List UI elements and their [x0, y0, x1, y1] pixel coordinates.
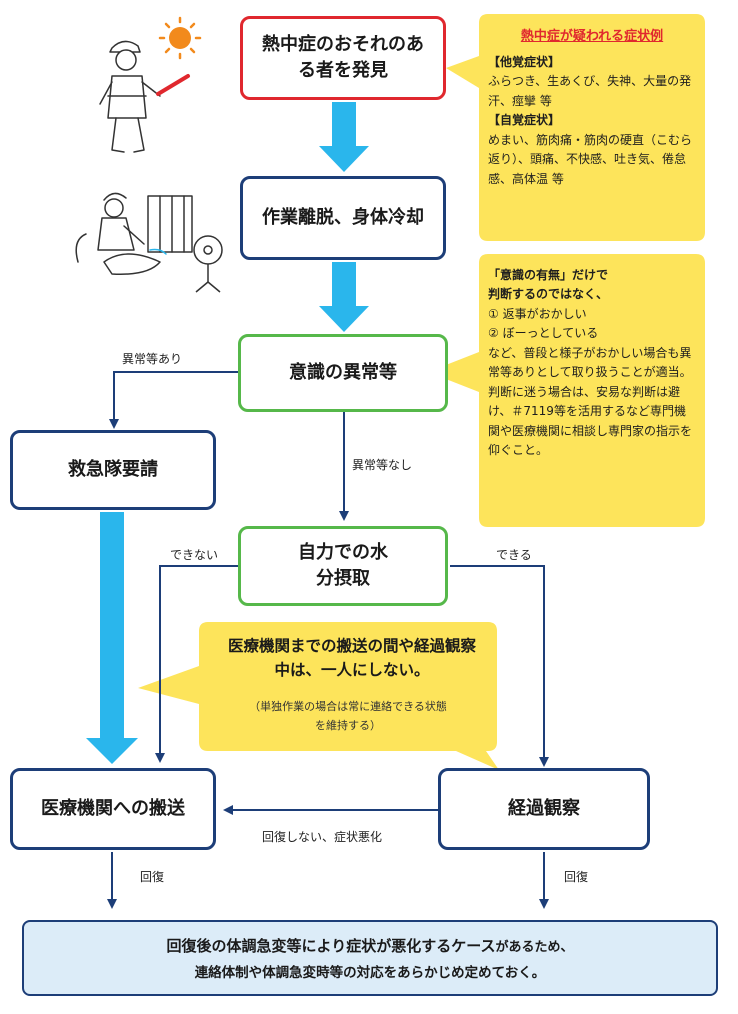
cooling-text: 作業離脱、身体冷却: [262, 206, 424, 228]
electric-fan-icon: [193, 235, 223, 293]
consciousness-text: 意識の異常等: [289, 361, 397, 383]
water-intake-box: 自力での水分摂取: [238, 526, 448, 606]
final-note-box: 回復後の体調急変等により症状が悪化するケースがあるため、 連絡体制や体調急変時等…: [22, 920, 718, 996]
observe-text: 経過観察: [508, 797, 580, 819]
consciousness-callout-bubble: [428, 254, 705, 527]
cooling-box: 作業離脱、身体冷却: [240, 176, 446, 260]
consciousness-note-line2: 判断するのではなく、: [488, 287, 609, 302]
discover-box: 熱中症のおそれのある者を発見: [240, 16, 446, 100]
label-can: できる: [496, 548, 532, 562]
consciousness-note: 「意識の有無」だけで 判断するのではなく、 ① 返事がおかしい ② ぼーっとして…: [488, 266, 696, 460]
consciousness-note-text2: 判断に迷う場合は、安易な判断は避け、＃7119等を活用するなど専門機関や医療機関…: [488, 384, 693, 457]
other-symptoms-text: ふらつき、生あくび、失神、大量の発汗、痙攣 等: [488, 74, 692, 108]
hospital-box: 医療機関への搬送: [10, 768, 216, 850]
label-abnormal-no: 異常等なし: [352, 458, 413, 472]
worker-cooling-patient-icon: [75, 192, 193, 275]
discover-text: 熱中症のおそれのある者を発見: [262, 33, 424, 81]
ambulance-box: 救急隊要請: [10, 430, 216, 510]
consciousness-note-text1: など、普段と様子がおかしい場合も異常等ありとして取り扱うことが適当。: [488, 345, 692, 380]
final-note-line1: 回復後の体調急変等により症状が悪化するケースがあるため、: [24, 935, 716, 956]
cyan-arrow-1: [319, 102, 369, 172]
self-symptoms-heading: 【自覚症状】: [488, 113, 561, 128]
cyan-arrow-3: [86, 512, 138, 764]
consciousness-note-item1: ① 返事がおかしい: [488, 306, 587, 321]
worker-with-baton-icon: [99, 40, 190, 153]
symptoms-title: 熱中症が疑われる症状例: [520, 29, 664, 44]
label-not-recovered: 回復しない、症状悪化: [262, 830, 383, 844]
other-symptoms-heading: 【他覚症状】: [488, 55, 561, 70]
connector-can: [450, 565, 549, 767]
label-recover-right: 回復: [564, 870, 589, 884]
consciousness-box: 意識の異常等: [238, 334, 448, 412]
self-symptoms-text: めまい、筋肉痛・筋肉の硬直（こむら返り）、頭痛、不快感、吐き気、倦怠感、高体温 …: [488, 132, 693, 186]
alone-note-sub: （単独作業の場合は常に連絡できる状態を維持する）: [249, 700, 447, 732]
consciousness-note-item2: ② ぼーっとしている: [488, 326, 599, 341]
sun-icon: [158, 16, 202, 60]
observe-box: 経過観察: [438, 768, 650, 850]
symptoms-note: 熱中症が疑われる症状例 【他覚症状】 ふらつき、生あくび、失神、大量の発汗、痙攣…: [488, 26, 696, 189]
cyan-arrow-2: [319, 262, 369, 332]
alone-note-main: 医療機関までの搬送の間や経過観察中は、一人にしない。: [228, 637, 477, 680]
final-note-line1-emphasis: 回復後の体調急変等により症状が悪化するケース: [166, 937, 496, 955]
hospital-text: 医療機関への搬送: [41, 797, 185, 819]
consciousness-note-line1: 「意識の有無」だけで: [488, 268, 609, 282]
water-intake-text: 自力での水分摂取: [298, 541, 388, 589]
final-note-line1-tail: があるため、: [495, 940, 574, 955]
alone-callout-bubble: [138, 622, 499, 770]
connector-abnormal-yes: [109, 371, 238, 429]
label-recover-left: 回復: [140, 870, 165, 884]
label-abnormal-yes: 異常等あり: [122, 352, 183, 366]
symptoms-callout-bubble: [446, 14, 705, 241]
label-cannot: できない: [170, 548, 219, 562]
connector-cannot: [155, 565, 238, 763]
final-note-line2: 連絡体制や体調急変時等の対応をあらかじめ定めておく。: [194, 965, 546, 981]
ambulance-text: 救急隊要請: [68, 458, 158, 480]
